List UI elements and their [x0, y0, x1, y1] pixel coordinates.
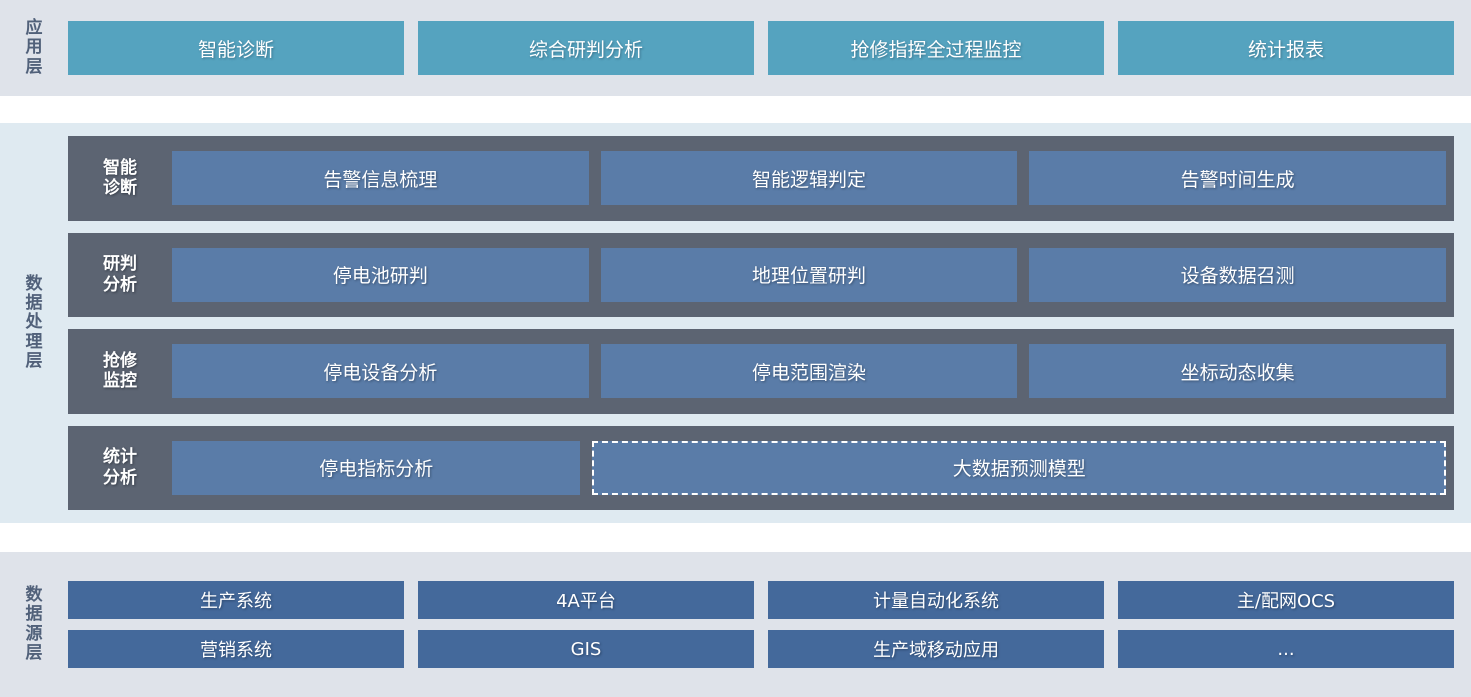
label-char: 层	[25, 56, 43, 77]
process-cell-outage-index-analysis[interactable]: 停电指标分析	[172, 440, 581, 495]
process-row-cells: 告警信息梳理 智能逻辑判定 告警时间生成	[172, 151, 1447, 206]
data-source-gis[interactable]: GIS	[418, 630, 754, 668]
process-row-title: 统计 分析	[68, 447, 172, 488]
data-processing-layer-label: 数 据 处 理 层	[0, 123, 68, 523]
process-cell-intelligent-logic-judgment[interactable]: 智能逻辑判定	[600, 151, 1018, 206]
application-layer-body: 智能诊断 综合研判分析 抢修指挥全过程监控 统计报表	[68, 0, 1471, 96]
label-char: 理	[25, 331, 43, 352]
title-line: 研判	[103, 254, 137, 275]
process-cell-outage-pool-analysis[interactable]: 停电池研判	[172, 247, 589, 302]
label-char: 层	[25, 350, 43, 371]
process-cell-geolocation-analysis[interactable]: 地理位置研判	[600, 247, 1018, 302]
data-source-metering-automation-system[interactable]: 计量自动化系统	[768, 581, 1104, 619]
data-processing-layer: 数 据 处 理 层 智能 诊断 告警信息梳理 智能逻辑判定 告警时间生成	[0, 123, 1471, 523]
title-line: 抢修	[103, 350, 137, 371]
application-layer: 应 用 层 智能诊断 综合研判分析 抢修指挥全过程监控 统计报表	[0, 0, 1471, 96]
process-row-cells: 停电池研判 地理位置研判 设备数据召测	[172, 247, 1447, 302]
data-source-more[interactable]: ...	[1118, 630, 1454, 668]
app-module-comprehensive-analysis[interactable]: 综合研判分析	[418, 21, 754, 75]
layer-divider	[0, 523, 1471, 552]
process-row-cells: 停电设备分析 停电范围渲染 坐标动态收集	[172, 344, 1447, 399]
label-char: 据	[25, 293, 43, 314]
title-line: 分析	[103, 467, 137, 488]
title-line: 智能	[103, 157, 137, 178]
process-cell-alarm-info-sorting[interactable]: 告警信息梳理	[172, 151, 589, 206]
process-row-intelligent-diagnosis: 智能 诊断 告警信息梳理 智能逻辑判定 告警时间生成	[68, 136, 1454, 221]
label-char: 用	[25, 37, 43, 58]
label-char: 数	[25, 585, 43, 606]
data-processing-layer-body: 智能 诊断 告警信息梳理 智能逻辑判定 告警时间生成 研判 分析 停电池研判 地…	[68, 123, 1471, 523]
application-layer-label: 应 用 层	[0, 0, 68, 96]
label-char: 处	[25, 312, 43, 333]
data-source-row: 营销系统 GIS 生产域移动应用 ...	[68, 630, 1454, 668]
title-line: 监控	[103, 371, 137, 392]
process-row-research-analysis: 研判 分析 停电池研判 地理位置研判 设备数据召测	[68, 232, 1454, 317]
data-source-production-system[interactable]: 生产系统	[68, 581, 404, 619]
process-row-title: 研判 分析	[68, 254, 172, 295]
data-source-layer-label: 数 据 源 层	[0, 552, 68, 697]
label-char: 数	[25, 274, 43, 295]
data-source-layer: 数 据 源 层 生产系统 4A平台 计量自动化系统 主/配网OCS 营销系统 G…	[0, 552, 1471, 697]
data-source-layer-body: 生产系统 4A平台 计量自动化系统 主/配网OCS 营销系统 GIS 生产域移动…	[68, 552, 1471, 697]
data-source-production-mobile-app[interactable]: 生产域移动应用	[768, 630, 1104, 668]
process-row-title: 智能 诊断	[68, 158, 172, 199]
process-cell-coordinate-dynamic-collection[interactable]: 坐标动态收集	[1029, 344, 1447, 399]
label-char: 据	[25, 604, 43, 625]
process-row-title: 抢修 监控	[68, 351, 172, 392]
process-cell-alarm-time-generation[interactable]: 告警时间生成	[1029, 151, 1447, 206]
process-cell-outage-range-rendering[interactable]: 停电范围渲染	[600, 344, 1018, 399]
process-cell-device-data-polling[interactable]: 设备数据召测	[1029, 247, 1447, 302]
process-row-repair-monitoring: 抢修 监控 停电设备分析 停电范围渲染 坐标动态收集	[68, 329, 1454, 414]
data-source-4a-platform[interactable]: 4A平台	[418, 581, 754, 619]
process-cell-big-data-prediction-model[interactable]: 大数据预测模型	[592, 440, 1446, 495]
data-source-main-distribution-ocs[interactable]: 主/配网OCS	[1118, 581, 1454, 619]
process-cell-outage-device-analysis[interactable]: 停电设备分析	[172, 344, 589, 399]
data-source-row: 生产系统 4A平台 计量自动化系统 主/配网OCS	[68, 581, 1454, 619]
title-line: 诊断	[103, 178, 137, 199]
title-line: 统计	[103, 447, 137, 468]
app-module-statistical-report[interactable]: 统计报表	[1118, 21, 1454, 75]
label-char: 应	[25, 18, 43, 39]
app-module-intelligent-diagnosis[interactable]: 智能诊断	[68, 21, 404, 75]
process-row-cells: 停电指标分析 大数据预测模型	[172, 440, 1446, 495]
label-char: 层	[25, 642, 43, 663]
data-source-marketing-system[interactable]: 营销系统	[68, 630, 404, 668]
title-line: 分析	[103, 274, 137, 295]
process-row-statistical-analysis: 统计 分析 停电指标分析 大数据预测模型	[68, 425, 1454, 510]
layer-divider	[0, 96, 1471, 123]
app-module-repair-command-monitoring[interactable]: 抢修指挥全过程监控	[768, 21, 1104, 75]
label-char: 源	[25, 623, 43, 644]
